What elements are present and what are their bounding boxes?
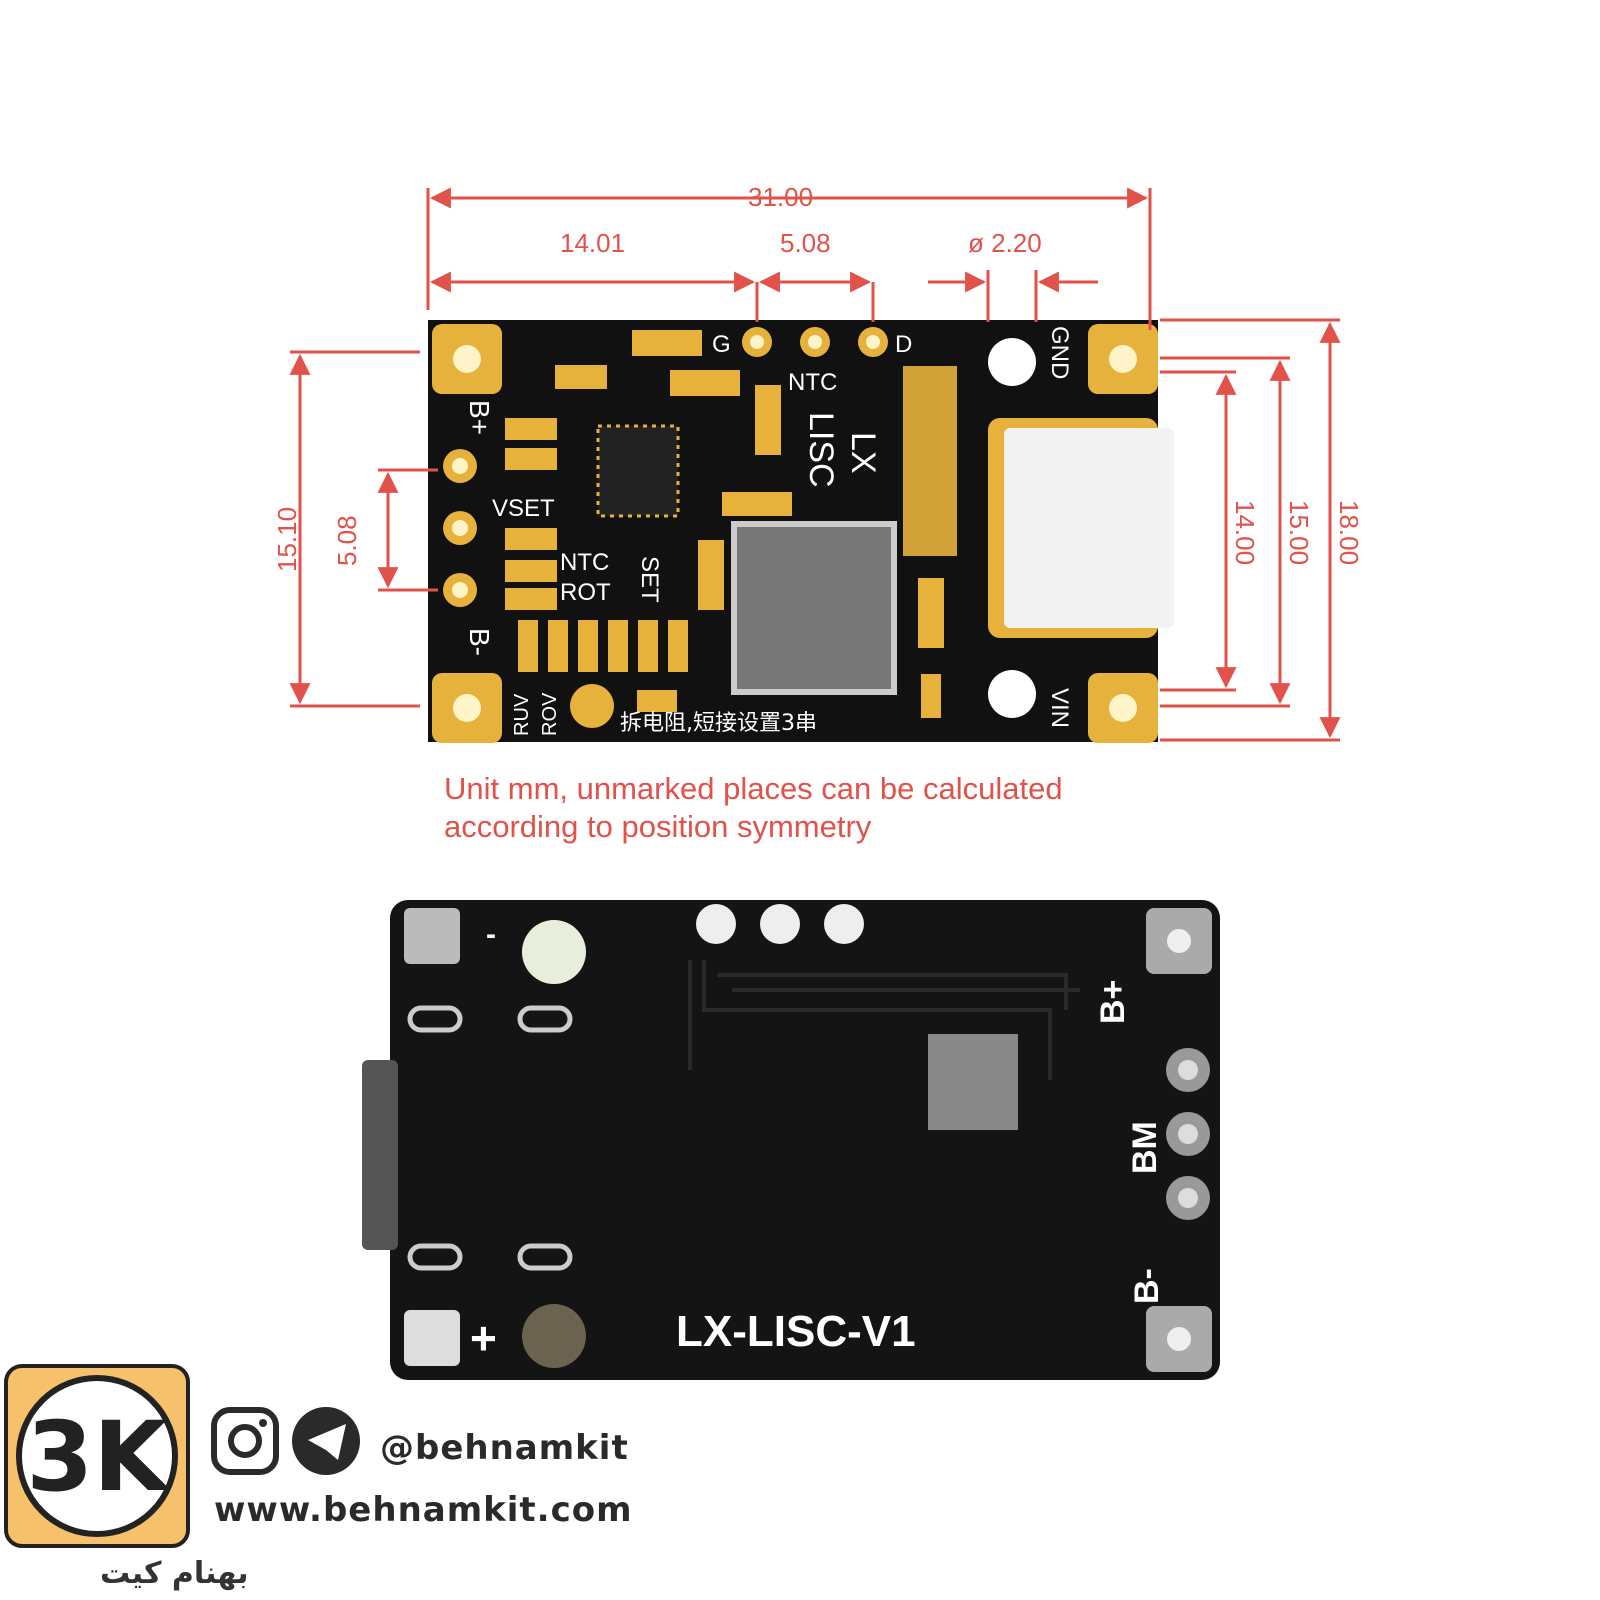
brand-logo-text: 3K xyxy=(26,1401,171,1513)
label-ruv: RUV xyxy=(511,693,533,736)
dim-usb-height: 14.00 xyxy=(1230,500,1260,565)
label-chinese-note: 拆电阻,短接设置3串 xyxy=(620,711,817,736)
bottom-pad-bl xyxy=(404,1310,460,1366)
dim-left-pin-pitch: 5.08 xyxy=(332,515,362,566)
website-link[interactable]: www.behnamkit.com xyxy=(214,1490,633,1530)
smd-components xyxy=(505,330,957,718)
label-set: SET xyxy=(636,556,663,603)
label-lisc: LISC xyxy=(802,412,840,488)
mount-hole-bottom xyxy=(988,670,1036,718)
label-vin: VIN xyxy=(1046,688,1073,728)
bottom-board: LX-LISC-V1 B+ BM B- - + xyxy=(362,900,1220,1380)
label-rot: ROT xyxy=(560,579,611,606)
dim-overall-width: 31.00 xyxy=(748,182,813,212)
pcb-bottom xyxy=(390,900,1220,1380)
corner-pad-bl xyxy=(432,673,502,743)
bottom-pad-br xyxy=(1146,1306,1212,1372)
solder-jumper xyxy=(570,684,614,728)
label-gnd: GND xyxy=(1046,326,1073,379)
corner-pad-tl xyxy=(432,324,502,394)
dim-height-right: 18.00 xyxy=(1334,500,1364,565)
bottom-pin-3 xyxy=(824,904,864,944)
thermal-pad xyxy=(928,1034,1018,1130)
bottom-plus-sign: + xyxy=(470,1312,497,1364)
bottom-pin-1 xyxy=(696,904,736,944)
label-bplus: B+ xyxy=(464,400,495,435)
bottom-label-bm: BM xyxy=(1126,1121,1164,1174)
corner-pad-br xyxy=(1088,673,1158,743)
corner-pad-tr xyxy=(1088,324,1158,394)
bottom-pad-tl xyxy=(404,908,460,964)
bottom-pin-2 xyxy=(760,904,800,944)
label-ntc-top: NTC xyxy=(788,369,837,396)
oval-pad-4 xyxy=(517,1243,573,1271)
oval-pad-3 xyxy=(407,1243,463,1271)
bottom-model: LX-LISC-V1 xyxy=(676,1307,916,1356)
label-d: D xyxy=(895,331,912,358)
instagram-icon[interactable] xyxy=(211,1407,279,1475)
dim-left-to-pin: 14.01 xyxy=(560,228,625,258)
mount-hole-top xyxy=(988,338,1036,386)
usb-edge xyxy=(362,1060,398,1250)
bottom-pad-tr xyxy=(1146,908,1212,974)
label-bminus: B- xyxy=(464,628,495,656)
label-ntc: NTC xyxy=(560,549,609,576)
oval-pad-1 xyxy=(407,1005,463,1033)
unit-note-line-2: according to position symmetry xyxy=(444,809,872,844)
social-handle[interactable]: @behnamkit xyxy=(380,1428,629,1468)
dim-hole-diameter: ø 2.20 xyxy=(968,228,1042,258)
traces xyxy=(688,960,1080,1080)
dim-inner-height: 15.00 xyxy=(1284,500,1314,565)
inductor xyxy=(731,521,897,695)
label-rov: ROV xyxy=(539,692,561,736)
dim-height-left: 15.10 xyxy=(272,507,302,572)
bottom-round-pad-bottom xyxy=(522,1304,586,1368)
dimension-lines xyxy=(289,187,1341,742)
bottom-label-bminus: B- xyxy=(1128,1268,1166,1304)
unit-note-line-1: Unit mm, unmarked places can be calculat… xyxy=(444,771,1063,806)
bottom-minus-sign: - xyxy=(486,918,496,951)
brand-logo: 3K xyxy=(4,1364,190,1548)
telegram-icon[interactable] xyxy=(292,1407,360,1475)
label-lx: LX xyxy=(844,432,882,474)
brand-name-fa: بهنام کیت xyxy=(100,1556,249,1591)
dim-pin-pitch: 5.08 xyxy=(780,228,831,258)
controller-ic xyxy=(596,424,680,518)
label-g: G xyxy=(712,331,731,358)
oval-pad-2 xyxy=(517,1005,573,1033)
top-board: G NTC D LX LISC B+ VSET NTC ROT SET B- R… xyxy=(428,320,1174,743)
bottom-round-pad-top xyxy=(522,920,586,984)
label-vset: VSET xyxy=(492,495,555,522)
bottom-label-bplus: B+ xyxy=(1094,980,1132,1024)
